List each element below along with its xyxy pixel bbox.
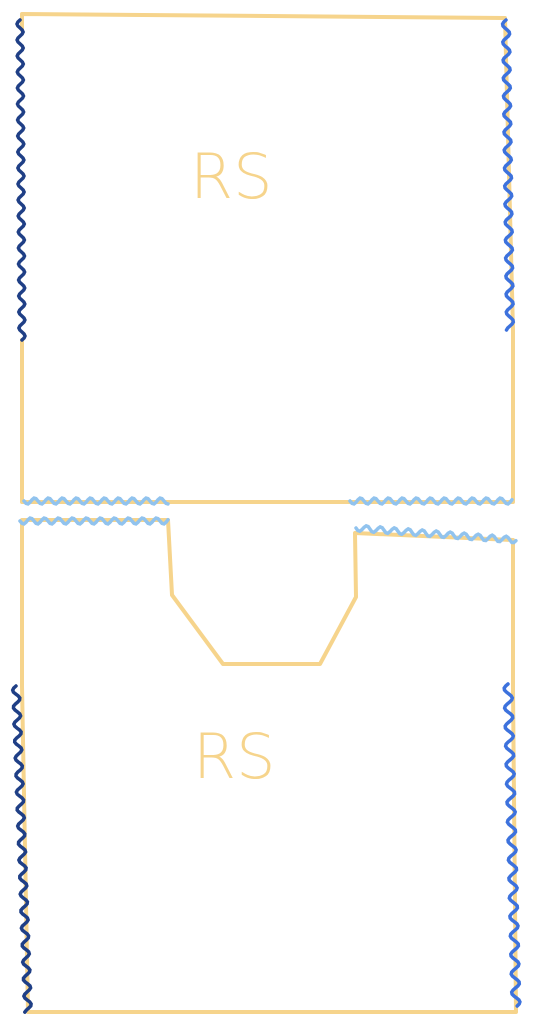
seam-top-left [15,18,27,342]
top-piece-outline [20,12,515,504]
seam-bottom-left [10,684,33,1014]
bottom-piece-label: RS [193,720,275,793]
seam-bottom-edge-left [18,516,170,526]
seam-bottom-edge-right [354,523,518,545]
top-piece-label: RS [190,140,272,213]
seam-top-edge-left [22,496,170,506]
seam-lines [10,18,522,1014]
seam-top-right [500,18,516,332]
bottom-fabric-piece: RS [20,518,518,1014]
seam-top-edge-right [348,496,514,506]
bottom-piece-outline [20,518,518,1014]
top-fabric-piece: RS [20,12,515,504]
seam-bottom-right [502,682,522,1008]
